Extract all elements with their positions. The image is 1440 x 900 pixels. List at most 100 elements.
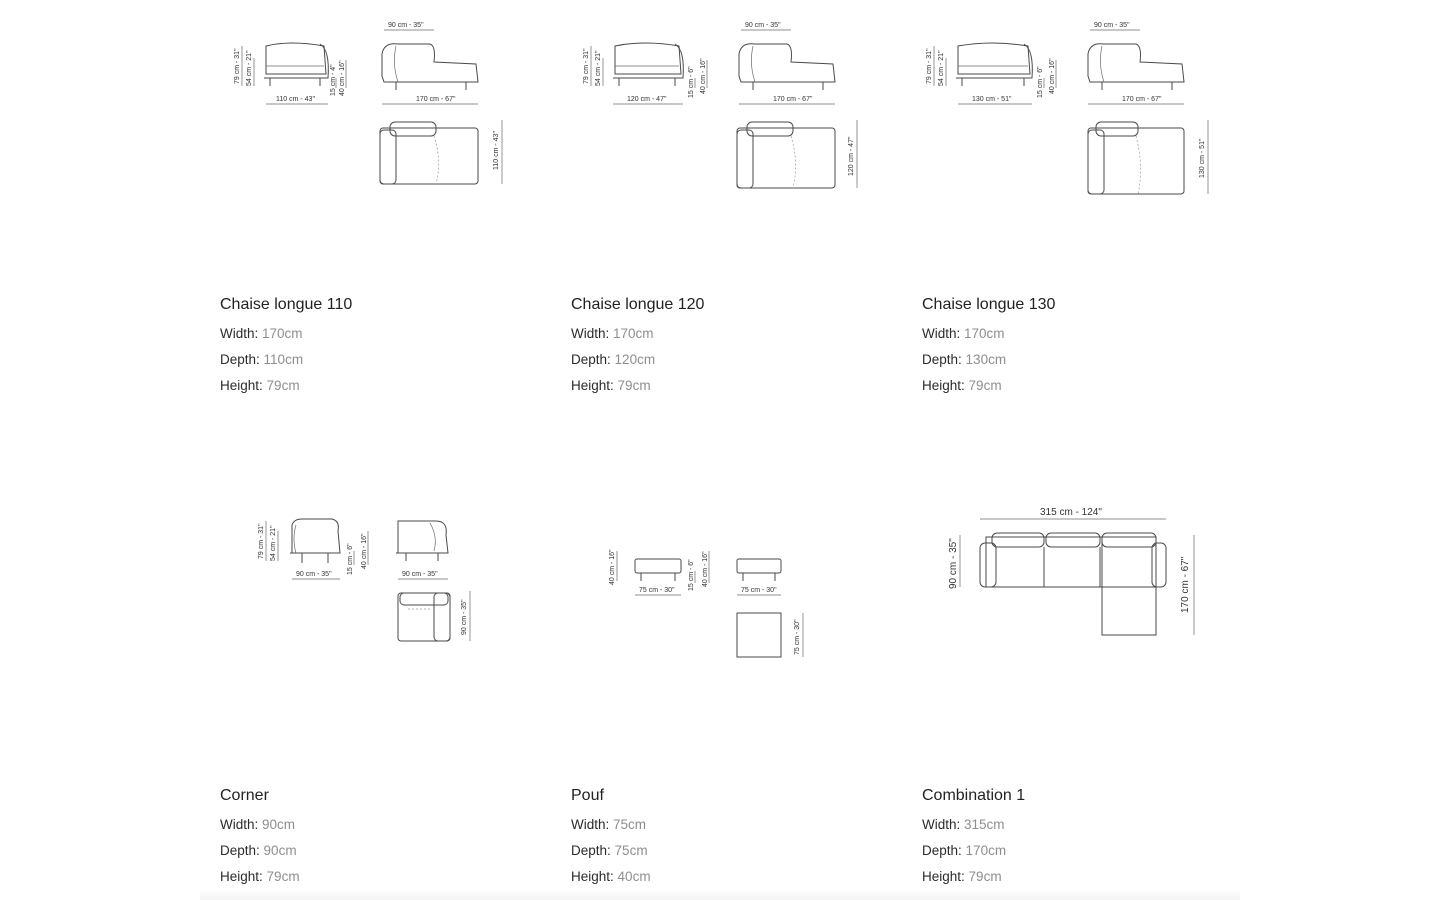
side-view	[396, 520, 449, 561]
spec-value: 120cm	[614, 352, 656, 367]
dim-plan-depth: 130 cm - 51"	[1199, 138, 1206, 178]
spec-width: Width: 315cm	[922, 817, 1005, 832]
spec-value: 170cm	[613, 326, 654, 341]
spec-value: 170cm	[964, 326, 1005, 341]
spec-value: 79cm	[968, 378, 1002, 393]
dim-plan-depth: 75 cm - 30"	[794, 619, 801, 655]
spec-height: Height: 79cm	[922, 869, 1002, 884]
dim-side-width: 170 cm - 67"	[1122, 96, 1162, 103]
product-title: Chaise longue 130	[922, 296, 1056, 313]
spec-width: Width: 90cm	[220, 817, 295, 832]
dim-height-total: 40 cm - 16"	[609, 549, 616, 585]
spec-label: Depth:	[571, 352, 611, 367]
dim-height-side: 40 cm - 16"	[339, 60, 346, 96]
plan-view	[1087, 121, 1185, 195]
spec-value: 79cm	[266, 378, 300, 393]
technical-drawing: 79 cm - 31" 54 cm - 21" 15 cm - 4" 40 cm…	[220, 0, 560, 270]
product-card-chaise-longue-130: 79 cm - 31" 54 cm - 21" 15 cm - 6" 40 cm…	[922, 0, 1262, 400]
spec-label: Height:	[571, 378, 614, 393]
spec-value: 40cm	[617, 869, 651, 884]
dim-plan-depth: 120 cm - 47"	[848, 136, 855, 176]
spec-width: Width: 170cm	[220, 326, 303, 341]
product-card-corner: 79 cm - 31" 54 cm - 21" 15 cm - 6" 40 cm…	[220, 491, 560, 891]
technical-drawing: 40 cm - 16" 75 cm - 30" 15 cm - 6" 40 cm…	[571, 491, 911, 761]
spec-width: Width: 75cm	[571, 817, 646, 832]
spec-depth: Depth: 90cm	[220, 843, 297, 858]
spec-value: 170cm	[262, 326, 303, 341]
dim-height-side: 40 cm - 16"	[361, 533, 368, 569]
dim-height-total: 79 cm - 31"	[234, 48, 241, 84]
plan-view	[379, 121, 479, 185]
dim-front-width: 75 cm - 30"	[639, 587, 675, 594]
spec-label: Depth:	[220, 352, 260, 367]
spec-label: Width:	[571, 817, 610, 832]
dim-side-width: 170 cm - 67"	[416, 96, 456, 103]
spec-label: Width:	[220, 817, 259, 832]
dim-height-leg: 15 cm - 6"	[688, 66, 695, 98]
product-card-chaise-longue-120: 79 cm - 31" 54 cm - 21" 15 cm - 6" 40 cm…	[571, 0, 911, 400]
spec-label: Height:	[220, 378, 263, 393]
dimension-diagram: 315 cm - 124" 90 cm - 35" 170 cm - 67"	[948, 507, 1195, 636]
product-title: Combination 1	[922, 787, 1026, 804]
technical-drawing: 79 cm - 31" 54 cm - 21" 15 cm - 6" 40 cm…	[571, 0, 911, 270]
spec-height: Height: 79cm	[571, 378, 651, 393]
spec-depth: Depth: 120cm	[571, 352, 655, 367]
front-view	[956, 42, 1033, 86]
spec-value: 90cm	[263, 843, 297, 858]
dim-height-leg: 15 cm - 6"	[1037, 66, 1044, 98]
plan-view	[397, 592, 451, 642]
spec-value: 79cm	[968, 869, 1002, 884]
spec-width: Width: 170cm	[922, 326, 1005, 341]
spec-value: 110cm	[263, 352, 304, 367]
side-view	[381, 43, 479, 90]
side-view	[736, 558, 782, 581]
spec-height: Height: 79cm	[220, 869, 300, 884]
product-card-chaise-longue-110: 79 cm - 31" 54 cm - 21" 15 cm - 4" 40 cm…	[220, 0, 560, 400]
product-card-pouf: 40 cm - 16" 75 cm - 30" 15 cm - 6" 40 cm…	[571, 491, 911, 891]
spec-value: 315cm	[964, 817, 1005, 832]
dim-front-width: 130 cm - 51"	[972, 96, 1012, 103]
spec-value: 90cm	[262, 817, 296, 832]
dimension-diagram: 79 cm - 31" 54 cm - 21" 15 cm - 6" 40 cm…	[258, 518, 471, 642]
dim-height-leg: 15 cm - 6"	[347, 543, 354, 575]
front-view	[613, 42, 684, 86]
spec-height: Height: 79cm	[220, 378, 300, 393]
spec-depth: Depth: 75cm	[571, 843, 648, 858]
spec-value: 170cm	[965, 843, 1007, 858]
dim-height-side: 40 cm - 16"	[1049, 58, 1056, 94]
dim-side-width: 170 cm - 67"	[773, 96, 813, 103]
product-title: Chaise longue 120	[571, 296, 705, 313]
spec-label: Height:	[571, 869, 614, 884]
dim-front-width: 90 cm - 35"	[296, 571, 332, 578]
spec-value: 75cm	[614, 843, 648, 858]
plan-view	[736, 612, 782, 658]
spec-depth: Depth: 170cm	[922, 843, 1006, 858]
technical-drawing: 79 cm - 31" 54 cm - 21" 15 cm - 6" 40 cm…	[220, 491, 560, 761]
spec-value: 75cm	[613, 817, 647, 832]
dim-height-seat: 54 cm - 21"	[938, 50, 945, 86]
spec-label: Width:	[220, 326, 259, 341]
dim-side-width: 75 cm - 30"	[741, 587, 777, 594]
plan-view	[736, 121, 836, 189]
spec-label: Width:	[922, 326, 961, 341]
dim-side-width: 90 cm - 35"	[402, 571, 438, 578]
dim-height-leg: 15 cm - 6"	[688, 559, 695, 591]
side-view	[738, 43, 836, 90]
dim-height-seat: 54 cm - 21"	[270, 525, 277, 561]
dim-height-seat: 54 cm - 21"	[595, 50, 602, 86]
spec-label: Depth:	[220, 843, 260, 858]
dim-front-width: 120 cm - 47"	[627, 96, 667, 103]
front-view	[264, 42, 329, 86]
technical-drawing: 315 cm - 124" 90 cm - 35" 170 cm - 67"	[922, 491, 1262, 761]
front-view	[290, 518, 341, 563]
spec-label: Height:	[922, 378, 965, 393]
dim-height-total: 79 cm - 31"	[926, 48, 933, 84]
spec-label: Depth:	[922, 843, 962, 858]
dim-height-leg: 15 cm - 4"	[330, 64, 337, 96]
spec-depth: Depth: 130cm	[922, 352, 1006, 367]
dim-height-total: 79 cm - 31"	[258, 523, 265, 559]
spec-depth: Depth: 110cm	[220, 352, 303, 367]
spec-label: Width:	[571, 326, 610, 341]
dimension-diagram: 79 cm - 31" 54 cm - 21" 15 cm - 4" 40 cm…	[234, 22, 503, 185]
dim-height-side: 40 cm - 16"	[700, 58, 707, 94]
